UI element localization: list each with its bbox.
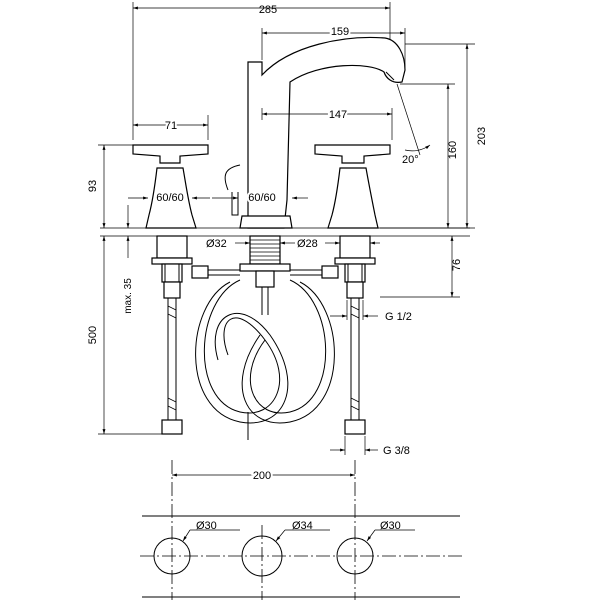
- dim-valve-diameter: Ø28: [280, 238, 380, 250]
- dim-spout-height: 160: [446, 84, 459, 228]
- dim-hole-left-label: Ø30: [196, 520, 217, 532]
- dim-deck-hole-center: 60/60: [212, 190, 308, 206]
- dim-width-total: 285: [133, 4, 390, 16]
- dim-max35-label: max. 35: [123, 278, 134, 314]
- dim-height-total: 203: [465, 44, 488, 228]
- spout-base: [239, 215, 293, 229]
- hose-loop: [195, 279, 335, 440]
- right-valve: [334, 235, 376, 299]
- dim-71-label: 71: [165, 120, 177, 132]
- right-handle: [314, 144, 391, 229]
- dim-handle-width: 71: [133, 118, 208, 134]
- dim-g12-label: G 1/2: [385, 311, 412, 323]
- dim-spout-angle: 20°: [396, 83, 431, 166]
- supply-hose-right: [344, 298, 366, 435]
- dim-159-label: 159: [331, 26, 349, 38]
- dim-203-label: 203: [476, 127, 488, 145]
- dim-200-label: 200: [253, 470, 271, 482]
- dim-handle-height: 93: [87, 145, 106, 228]
- dim-hose-length: 500: [87, 236, 106, 434]
- dim-spout-reach: 159: [262, 24, 405, 40]
- pop-up-lever: [224, 164, 241, 216]
- dim-o28-label: Ø28: [297, 238, 318, 250]
- hole-center: Ø34: [241, 520, 330, 577]
- dim-thread-bottom: G 3/8: [330, 436, 410, 457]
- dim-hole-center-label: Ø34: [292, 520, 313, 532]
- spout: [247, 36, 406, 229]
- hole-left: Ø30: [153, 520, 240, 575]
- dim-93-label: 93: [87, 180, 99, 192]
- dim-147-label: 147: [329, 109, 347, 121]
- dim-o32-label: Ø32: [206, 238, 227, 250]
- dim-20deg-label: 20°: [402, 154, 419, 166]
- dim-spacing: 200: [172, 468, 355, 484]
- dim-g38-label: G 3/8: [383, 445, 410, 457]
- connectors: [191, 265, 339, 279]
- left-valve: [151, 235, 193, 299]
- center-shank: [239, 235, 291, 315]
- dim-deck-hole-left: 60/60: [128, 192, 210, 204]
- dim-spout-inner: 147: [262, 107, 392, 123]
- countertop-plan: [140, 515, 462, 598]
- dim-thread-top: G 1/2: [330, 300, 412, 323]
- dim-60-60-left-label: 60/60: [156, 192, 184, 204]
- dim-76-label: 76: [451, 259, 463, 271]
- dim-60-60-center-label: 60/60: [248, 192, 276, 204]
- dim-285-label: 285: [259, 4, 277, 16]
- left-handle: [132, 144, 209, 229]
- hole-right: Ø30: [336, 520, 415, 575]
- dim-hole-right-label: Ø30: [380, 520, 401, 532]
- dim-below-deck: 76: [450, 236, 463, 297]
- supply-hose-left: [161, 298, 183, 435]
- dim-160-label: 160: [447, 141, 459, 159]
- dim-max-deck: max. 35: [123, 205, 134, 314]
- dim-body-diameter: Ø32: [206, 238, 250, 250]
- dim-500-label: 500: [87, 326, 99, 344]
